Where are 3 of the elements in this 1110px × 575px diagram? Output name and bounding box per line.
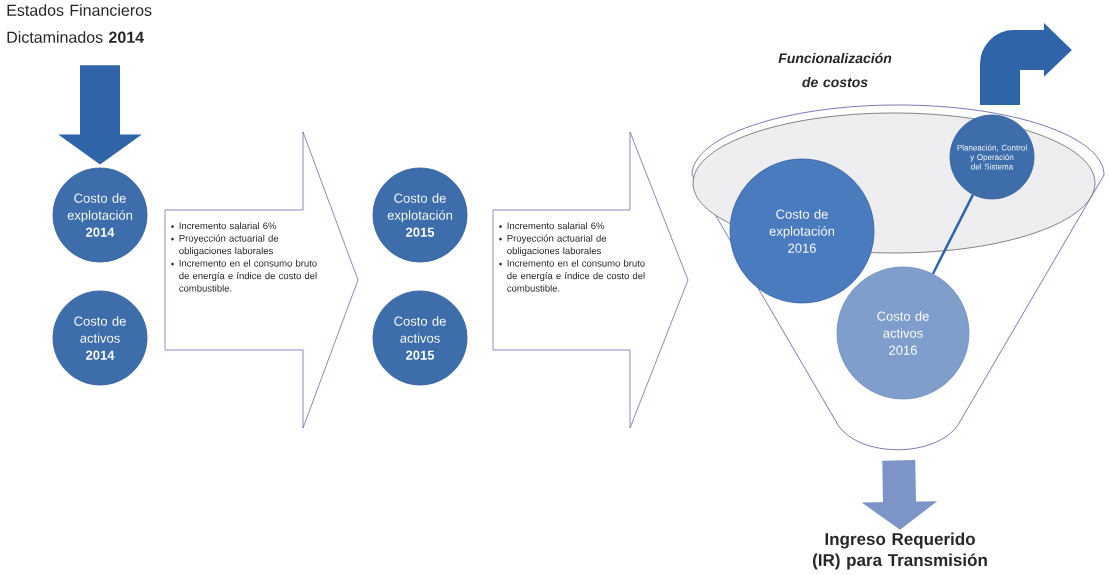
result-text: Ingreso Requerido (IR) para Transmisión [813, 532, 987, 570]
heading: Estados Financieros Dictaminados 2014 [7, 4, 152, 43]
funnel-heading: Funcionalización de costos [778, 52, 892, 88]
